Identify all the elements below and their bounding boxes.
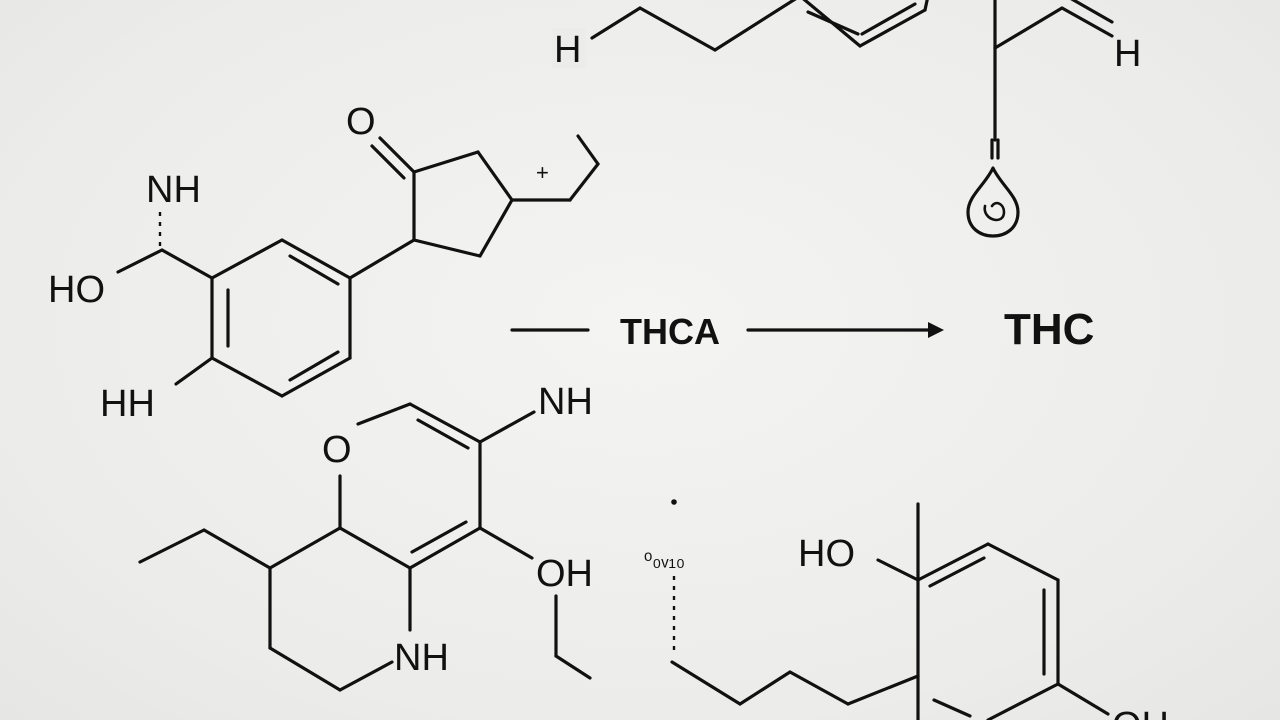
hydroxyl-label-right-top: HO xyxy=(798,533,855,575)
bottom-right-structure: ᵒ₀ᵥ₁₀ HO OH xyxy=(644,499,1169,720)
amine-label-bottom-top: NH xyxy=(538,381,593,423)
amine-label-left: NH xyxy=(146,169,201,211)
top-left-fragment: H xyxy=(552,0,929,71)
left-structure: O NH HO HH + xyxy=(48,101,600,425)
hydrogen-label-top-left: H xyxy=(554,29,581,71)
hydrogen-label-top-right: H xyxy=(1114,33,1141,75)
reaction-arrow-group: THCA THC xyxy=(510,305,1094,354)
hydroxyl-label-left: HO xyxy=(48,269,105,311)
oxygen-label-ketone: O xyxy=(346,101,376,143)
top-right-fragment: H xyxy=(966,0,1141,238)
garbled-annotation: ᵒ₀ᵥ₁₀ xyxy=(644,546,685,571)
reactant-label: THCA xyxy=(620,311,720,352)
oxygen-label-ring: O xyxy=(322,429,352,471)
plus-charge: + xyxy=(536,160,549,185)
arrow-head-icon xyxy=(928,322,944,338)
hydroxyl-label-bottom: OH xyxy=(536,553,593,595)
amine-label-ring: NH xyxy=(394,637,449,679)
hydrogen-label-left-bottom: HH xyxy=(100,383,155,425)
product-label: THC xyxy=(1004,305,1094,354)
hydroxyl-label-right-bottom: OH xyxy=(1112,705,1169,720)
bottom-left-structure: O NH OH NH xyxy=(138,381,593,692)
